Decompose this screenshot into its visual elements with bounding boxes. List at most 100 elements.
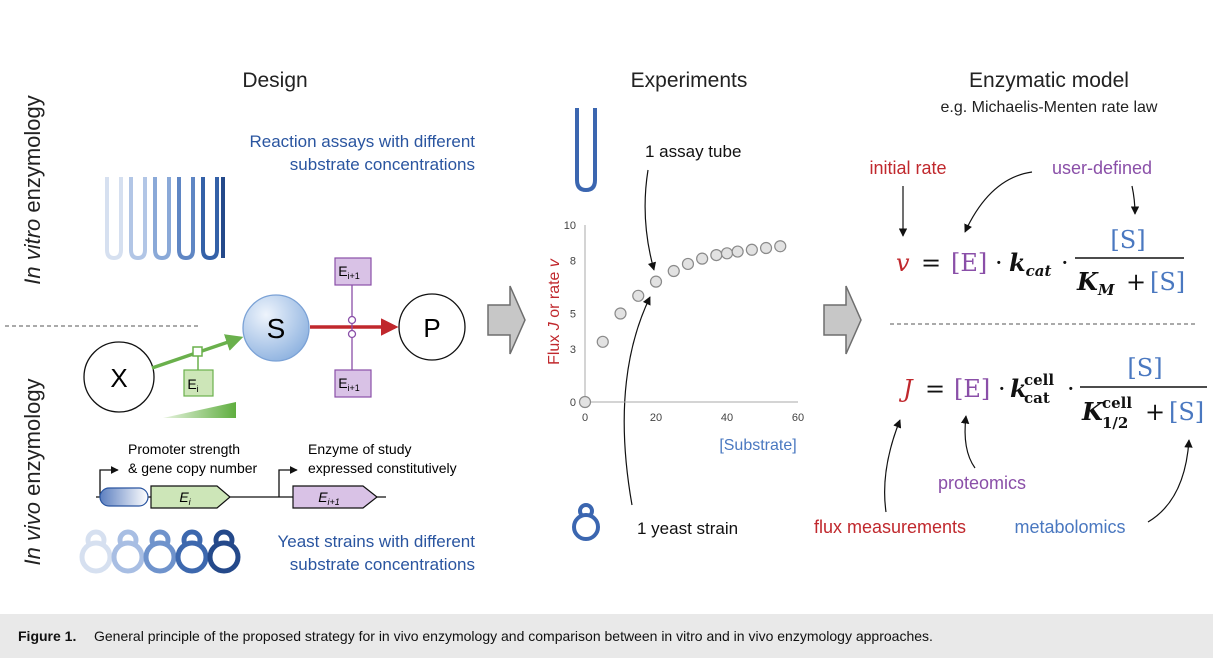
chart-data-point (774, 240, 787, 253)
promoter-arrow-2 (278, 466, 298, 497)
node-x (83, 341, 155, 413)
chart-data-point (696, 252, 709, 265)
label-initial-rate: initial rate (869, 158, 946, 178)
assay-tube-series (105, 177, 226, 261)
experiment-yeast-cell (572, 503, 600, 541)
promoter-block (99, 487, 149, 507)
enzyme-ei1-top-box (334, 257, 372, 286)
heading-design: Design (242, 69, 307, 92)
enzyme-ei-box (183, 369, 214, 397)
eq2-k-sup: cell (1024, 371, 1054, 389)
chart-y-tick-label: 3 (570, 344, 576, 356)
label-flux-measurements: flux measurements (814, 517, 966, 537)
node-s-label: S (267, 313, 286, 344)
eq1-kcat: kcat (1009, 248, 1051, 280)
chart-x-tick-label: 40 (721, 412, 733, 424)
chart-x-tick-label: 20 (650, 412, 662, 424)
eq1-dot-2: · (1061, 249, 1069, 277)
node-s (242, 294, 310, 362)
chart-data-point (578, 395, 592, 409)
pointer-proteomics (960, 415, 976, 469)
eq2-dot-2: · (1067, 375, 1075, 403)
eq2-k-sub: cat (1024, 389, 1050, 407)
chart-x-tick-label: 0 (582, 412, 588, 424)
promoter-label-line-1: Promoter strength (128, 441, 240, 457)
side-label-in-vitro: In vitro enzymology (20, 95, 45, 285)
expression-wedge (163, 402, 236, 418)
enzyme-ei1-bottom-box (334, 369, 372, 398)
eq1-plus: + (1126, 268, 1146, 296)
eq1-v: v (896, 249, 910, 277)
flow-arrow-2 (823, 285, 862, 355)
gene-ei1-block (292, 485, 378, 509)
gene-ei1-label: Ei+1 (318, 489, 340, 507)
eq1-km: KM (1076, 267, 1115, 299)
yeast-strain-series (79, 529, 241, 574)
chart-y-label: Flux J or rate v (546, 258, 563, 365)
heading-model: Enzymatic model (969, 69, 1129, 92)
chart-data-point (596, 335, 609, 348)
eq2-equals: = (925, 375, 945, 403)
node-x-label: X (110, 363, 127, 393)
yeast-text-line-2: substrate concentrations (290, 555, 475, 574)
eq2-plus: + (1145, 398, 1165, 426)
heading-model-sub: e.g. Michaelis-Menten rate law (941, 99, 1158, 116)
chart-data-point (614, 307, 627, 320)
caption-label: Figure 1. (18, 628, 77, 644)
enzyme-ei1-top-label: Ei+1 (338, 263, 360, 281)
eq2-numerator: [S] (1127, 354, 1162, 382)
eq2-K: K (1081, 397, 1104, 426)
label-metabolomics: metabolomics (1014, 517, 1125, 537)
chart-data-point (745, 243, 758, 256)
gene-ei-block (150, 485, 231, 509)
yeast-cell-1 (79, 529, 113, 574)
reaction-knob-bottom (347, 329, 357, 339)
chart-data-point (720, 247, 734, 260)
assay-tube-label: 1 assay tube (645, 142, 741, 161)
flow-arrow-1 (487, 285, 526, 355)
yeast-cell-4 (175, 529, 209, 574)
chart-y-tick-label: 8 (570, 255, 576, 267)
chart-data-point (759, 241, 773, 255)
assay-tube-pointer (644, 169, 657, 271)
eq1-enzyme: [E] (951, 249, 987, 277)
figure-caption: Figure 1. General principle of the propo… (0, 614, 1213, 658)
yeast-strain-label: 1 yeast strain (637, 519, 738, 538)
chart-y-tick-label: 5 (570, 309, 576, 321)
side-label-in-vivo: In vivo enzymology (20, 378, 45, 565)
chart-data-point (632, 289, 645, 302)
enzyme-study-line-2: expressed constitutively (308, 460, 457, 476)
pointer-user-defined-km (1130, 185, 1140, 215)
promoter-label-line-2: & gene copy number (128, 460, 258, 476)
figure-canvas: In vitro enzymology In vivo enzymology D… (5, 69, 1207, 574)
eq1-numerator: [S] (1110, 226, 1145, 254)
chart-data-point (649, 275, 663, 288)
chart-y-tick-label: 0 (570, 397, 576, 409)
eq2-j: J (898, 375, 914, 403)
enzyme-ei-label: Ei (187, 376, 198, 394)
node-p-label: P (423, 313, 440, 343)
eq2-k: k (1010, 374, 1027, 403)
experiment-assay-tube (575, 108, 597, 193)
eq1-substrate: [S] (1150, 268, 1185, 296)
chart-data-point (681, 257, 695, 271)
assay-text-line-2: substrate concentrations (290, 155, 475, 174)
enzyme-study-line-1: Enzyme of study (308, 441, 412, 457)
eq2-substrate: [S] (1169, 398, 1204, 426)
yeast-cell-3 (143, 529, 177, 574)
eq2-K-sup: cell (1102, 394, 1132, 412)
eq2-K-sub: 1/2 (1102, 414, 1128, 432)
yeast-text-line-1: Yeast strains with different (277, 532, 475, 551)
chart-y-tick-label: 10 (564, 220, 576, 232)
assay-tube-1 (105, 177, 123, 261)
eq1-dot-1: · (995, 249, 1003, 277)
eq2-k-half-cell: K cell 1/2 (1081, 394, 1132, 432)
assay-tube-5 (201, 177, 219, 261)
heading-experiments: Experiments (631, 69, 748, 92)
pointer-flux (884, 419, 902, 513)
chart-data-point (667, 264, 680, 278)
chart-data-point (710, 248, 723, 262)
label-proteomics: proteomics (938, 473, 1026, 493)
enzyme-ei1-bottom-label: Ei+1 (338, 375, 360, 393)
